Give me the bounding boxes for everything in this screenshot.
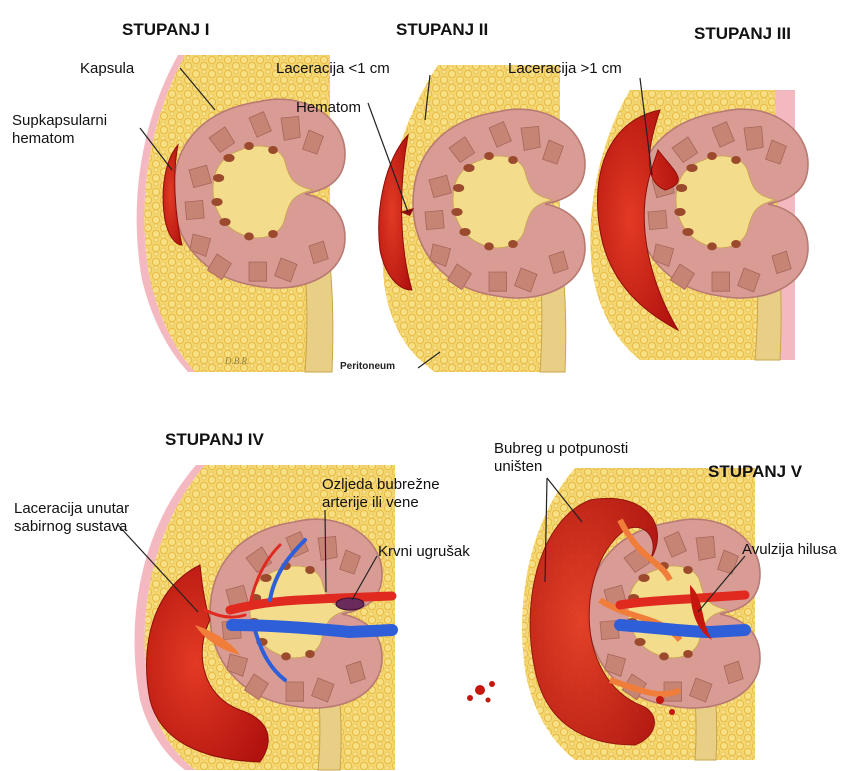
subcapsular-hematoma-label-line2: hematom bbox=[12, 130, 75, 148]
peritoneum-label: Peritoneum bbox=[340, 361, 395, 372]
grade1-title: STUPANJ I bbox=[122, 20, 210, 40]
grade5-panel bbox=[467, 468, 760, 760]
laceration-over-1cm-label: Laceracija >1 cm bbox=[508, 60, 622, 78]
hilum-avulsion-label: Avulzija hilusa bbox=[742, 541, 837, 559]
destroyed-kidney-label-line1: Bubreg u potpunosti bbox=[494, 440, 628, 458]
destroyed-kidney-label-line2: uništen bbox=[494, 458, 542, 476]
grade2-title: STUPANJ II bbox=[396, 20, 488, 40]
hematoma-label: Hematom bbox=[296, 99, 361, 117]
grade5-title: STUPANJ V bbox=[708, 462, 802, 482]
artist-signature: D.B.R. bbox=[225, 356, 249, 366]
laceration-under-1cm-label: Laceracija <1 cm bbox=[276, 60, 390, 78]
vessel-injury-label-line2: arterije ili vene bbox=[322, 494, 419, 512]
vessel-injury-label-line1: Ozljeda bubrežne bbox=[322, 476, 440, 494]
grade2-panel bbox=[379, 65, 585, 372]
collecting-system-laceration-label-line1: Laceracija unutar bbox=[14, 500, 129, 518]
blood-clot-label: Krvni ugrušak bbox=[378, 543, 470, 561]
grade4-title: STUPANJ IV bbox=[165, 430, 264, 450]
subcapsular-hematoma-label-line1: Supkapsularni bbox=[12, 112, 107, 130]
collecting-system-laceration-label-line2: sabirnog sustava bbox=[14, 518, 127, 536]
grade3-panel bbox=[590, 90, 808, 360]
capsule-label: Kapsula bbox=[80, 60, 134, 78]
grade3-title: STUPANJ III bbox=[694, 24, 791, 44]
